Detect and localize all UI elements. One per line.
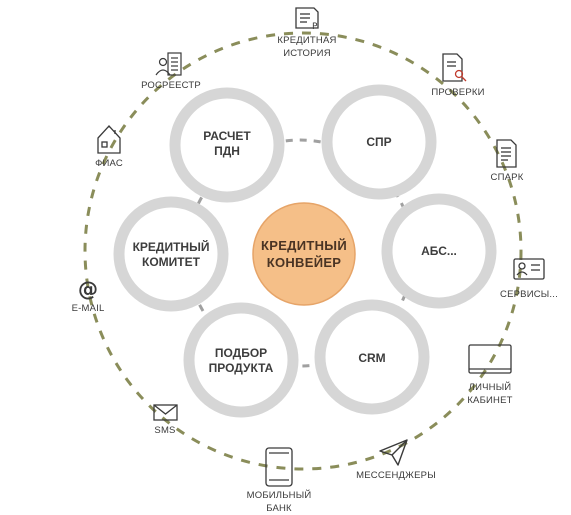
node-podbor-produkta: ПОДБОР ПРОДУКТА: [196, 346, 286, 376]
svg-text:@: @: [78, 277, 98, 301]
node-line2: ПРОДУКТА: [208, 361, 274, 375]
outer-fias: ФИАС: [84, 157, 134, 170]
node-podbor-produkta-circle: [183, 302, 299, 418]
outer-spark: СПАРК: [477, 171, 537, 184]
monitor-icon: [468, 344, 512, 374]
outer-servisy: СЕРВИСЫ...: [494, 288, 564, 301]
node-kreditny-komitet: КРЕДИТНЫЙ КОМИТЕТ: [126, 240, 216, 270]
node-line2: ПДН: [214, 144, 240, 158]
outer-line1: ЛИЧНЫЙ: [468, 382, 512, 393]
outer-ring: [83, 31, 523, 471]
outer-messendzhery: МЕССЕНДЖЕРЫ: [346, 469, 446, 482]
center-line1: КРЕДИТНЫЙ: [261, 238, 347, 253]
envelope-icon: [153, 404, 178, 421]
outer-proverki: ПРОВЕРКИ: [418, 86, 498, 99]
outer-line2: КАБИНЕТ: [467, 395, 513, 406]
node-line2: КОМИТЕТ: [142, 255, 200, 269]
node-spr: СПР: [339, 135, 419, 150]
node-line1: РАСЧЕТ: [203, 129, 251, 143]
node-line1: СПР: [366, 135, 392, 149]
outer-line2: ИСТОРИЯ: [283, 48, 331, 59]
svg-text:P: P: [312, 22, 318, 32]
outer-kreditnaya-istoriya: КРЕДИТНАЯ ИСТОРИЯ: [262, 34, 352, 60]
document-p-icon: P: [295, 7, 319, 32]
node-line1: CRM: [358, 351, 386, 365]
outer-line1: КРЕДИТНАЯ: [277, 35, 337, 46]
outer-line1: SMS: [154, 425, 176, 436]
house-icon: [97, 125, 121, 154]
outer-lichny-kabinet: ЛИЧНЫЙ КАБИНЕТ: [455, 381, 525, 407]
outer-line1: МЕССЕНДЖЕРЫ: [356, 470, 436, 481]
center-circle: [252, 202, 356, 306]
node-line1: КРЕДИТНЫЙ: [132, 240, 210, 254]
outer-line1: E-MAIL: [71, 303, 105, 314]
node-line1: ПОДБОР: [214, 346, 268, 360]
node-kreditny-komitet-circle: [113, 196, 229, 312]
paper-plane-icon: [379, 439, 408, 466]
outer-mobilny-bank: МОБИЛЬНЫЙ БАНК: [234, 489, 324, 515]
phone-icon: [265, 447, 293, 487]
center-label: КРЕДИТНЫЙ КОНВЕЙЕР: [254, 237, 354, 271]
node-abs: АБС...: [399, 244, 479, 259]
outer-sms: SMS: [140, 424, 190, 437]
outer-line1: МОБИЛЬНЫЙ: [246, 490, 312, 501]
outer-line2: БАНК: [266, 503, 292, 514]
outer-line1: ФИАС: [95, 158, 123, 169]
node-spr-circle: [321, 84, 437, 200]
node-crm-circle: [314, 299, 430, 415]
center-line2: КОНВЕЙЕР: [266, 255, 342, 270]
at-icon: @: [78, 277, 98, 301]
document-icon: [496, 139, 517, 168]
outer-rosreestr: РОСРЕЕСТР: [131, 79, 211, 92]
outer-line1: СЕРВИСЫ...: [500, 289, 558, 300]
outer-line1: ПРОВЕРКИ: [431, 87, 485, 98]
node-raschet-pdn: РАСЧЕТ ПДН: [187, 129, 267, 159]
outer-email: E-MAIL: [58, 302, 118, 315]
outer-line1: РОСРЕЕСТР: [141, 80, 201, 91]
registry-icon: [155, 52, 182, 76]
outer-line1: СПАРК: [490, 172, 524, 183]
node-abs-circle: [381, 193, 497, 309]
node-line1: АБС...: [421, 244, 457, 258]
node-raschet-pdn-circle: [169, 87, 285, 203]
document-search-icon: [442, 53, 467, 82]
node-crm: CRM: [332, 351, 412, 366]
id-card-icon: [513, 258, 545, 280]
